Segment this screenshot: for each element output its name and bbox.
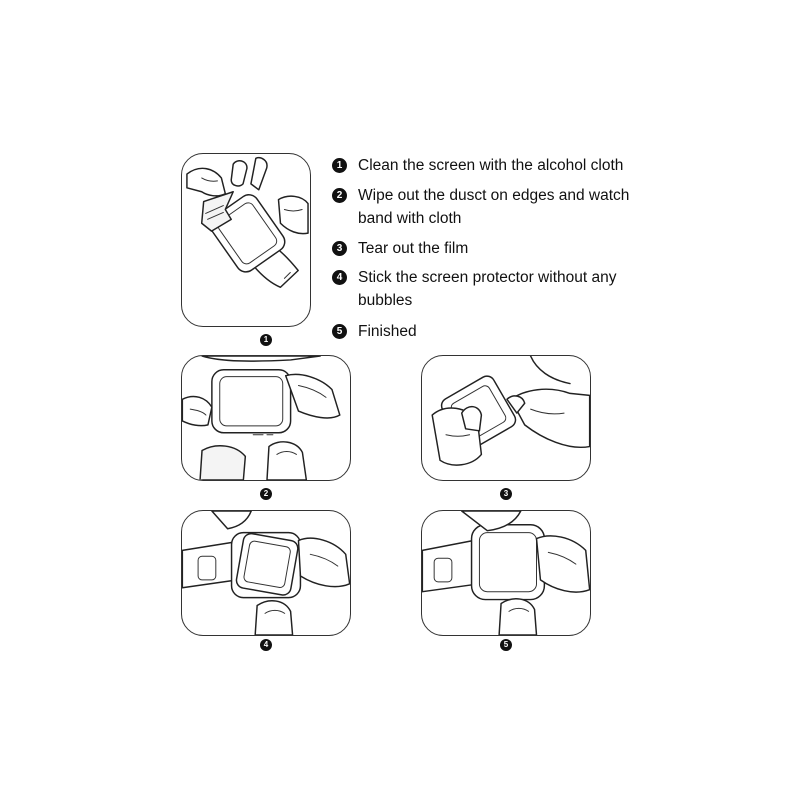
panel-3-illustration	[421, 355, 591, 481]
peeling-film-illustration	[431, 356, 590, 466]
step-number-badge: 4	[332, 270, 347, 285]
step-2: 2 Wipe out the dusct on edges and watch …	[332, 184, 662, 230]
panel-4-number-badge: 4	[260, 639, 272, 651]
step-number-badge: 1	[332, 158, 347, 173]
panel-2-number-badge: 2	[260, 488, 272, 500]
step-number-badge: 2	[332, 188, 347, 203]
panel-2-illustration	[181, 355, 351, 481]
panel-5-number-badge: 5	[500, 639, 512, 651]
step-text: Stick the screen protector without any b…	[358, 269, 617, 309]
finished-watch-illustration	[422, 511, 590, 635]
step-text: Finished	[358, 323, 417, 340]
step-1: 1 Clean the screen with the alcohol clot…	[332, 154, 662, 177]
step-5: 5 Finished	[332, 320, 662, 343]
step-3: 3 Tear out the film	[332, 237, 662, 260]
panel-1-illustration	[181, 153, 311, 327]
cleaning-screen-illustration	[186, 157, 309, 288]
step-text: Tear out the film	[358, 240, 469, 257]
step-text: Wipe out the dusct on edges and watch ba…	[358, 187, 630, 227]
wiping-edges-illustration	[182, 356, 341, 480]
panel-5-illustration	[421, 510, 591, 636]
step-number-badge: 5	[332, 324, 347, 339]
panel-4-illustration	[181, 510, 351, 636]
panel-1-number-badge: 1	[260, 334, 272, 346]
step-4: 4 Stick the screen protector without any…	[332, 266, 662, 312]
panel-3-number-badge: 3	[500, 488, 512, 500]
step-text: Clean the screen with the alcohol cloth	[358, 157, 624, 174]
step-number-badge: 3	[332, 241, 347, 256]
applying-protector-illustration	[182, 511, 350, 635]
